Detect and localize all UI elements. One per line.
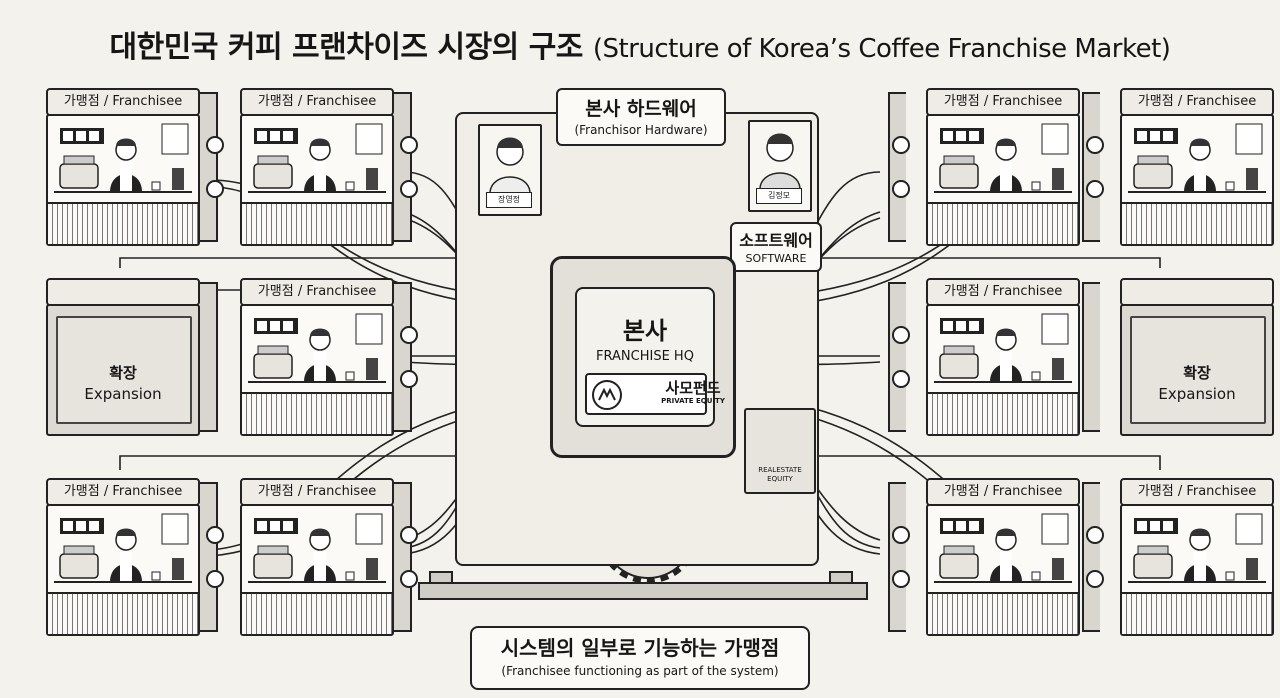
expansion-unit: 확장 Expansion <box>46 278 218 438</box>
barista-scene <box>248 123 386 193</box>
hq-en: FRANCHISE HQ <box>596 349 694 364</box>
hq-hardware-en: (Franchisor Hardware) <box>574 123 708 137</box>
real-estate-line1: REALESTATE <box>758 466 802 474</box>
grinder-icon <box>172 558 184 580</box>
franchisee-unit: 가맹점 / Franchisee <box>46 88 224 248</box>
expansion-top <box>1120 278 1274 306</box>
grinder-icon <box>1246 168 1258 190</box>
barista-scene <box>54 513 192 583</box>
page-title: 대한민국 커피 프랜차이즈 시장의 구조 (Structure of Korea… <box>0 22 1280 66</box>
hq-base <box>418 560 868 600</box>
barista-scene <box>1128 513 1266 583</box>
title-english: (Structure of Korea’s Coffee Franchise M… <box>592 34 1171 64</box>
franchisee-unit: 가맹점 / Franchisee <box>888 278 1080 438</box>
espresso-machine-icon <box>59 553 99 579</box>
espresso-machine-icon <box>1133 163 1173 189</box>
franchisee-unit: 가맹점 / Franchisee <box>240 478 418 638</box>
expansion-en: Expansion <box>1158 385 1236 403</box>
espresso-machine-icon <box>1133 553 1173 579</box>
franchisee-label: 가맹점 / Franchisee <box>46 88 200 116</box>
franchisee-label: 가맹점 / Franchisee <box>1120 88 1274 116</box>
barista-scene <box>934 513 1072 583</box>
franchisee-unit: 가맹점 / Franchisee <box>240 88 418 248</box>
portrait-right-name: 김정모 <box>756 188 802 204</box>
franchisee-label: 가맹점 / Franchisee <box>1120 478 1274 506</box>
franchisee-unit: 가맹점 / Franchisee <box>888 88 1080 248</box>
barista-scene <box>248 313 386 383</box>
private-equity-en: PRIVATE EQUITY <box>661 397 725 405</box>
espresso-machine-icon <box>59 163 99 189</box>
portrait-right: 김정모 <box>748 120 812 212</box>
franchisee-unit: 가맹점 / Franchisee <box>46 478 224 638</box>
hq-hardware-label: 본사 하드웨어 (Franchisor Hardware) <box>556 88 726 146</box>
pe-logo-icon <box>592 380 622 410</box>
expansion-en: Expansion <box>84 385 162 403</box>
private-equity-ko: 사모펀드 <box>665 379 721 397</box>
bottom-caption: 시스템의 일부로 기능하는 가맹점 (Franchisee functionin… <box>470 626 810 690</box>
person-portrait-icon <box>489 137 531 193</box>
bottom-caption-en: (Franchisee functioning as part of the s… <box>501 664 779 678</box>
franchisee-label: 가맹점 / Franchisee <box>926 478 1080 506</box>
portrait-left: 장영정 <box>478 124 542 216</box>
expansion-ko: 확장 <box>1183 364 1211 382</box>
espresso-machine-icon <box>939 353 979 379</box>
franchisee-label: 가맹점 / Franchisee <box>926 278 1080 306</box>
private-equity-badge: 사모펀드 PRIVATE EQUITY <box>585 373 725 415</box>
software-ko: 소프트웨어 <box>739 231 813 250</box>
franchisee-label: 가맹점 / Franchisee <box>240 478 394 506</box>
bottom-caption-ko: 시스템의 일부로 기능하는 가맹점 <box>500 636 780 660</box>
grinder-icon <box>1246 558 1258 580</box>
barista-scene <box>54 123 192 193</box>
franchise-hq-panel: 본사 FRANCHISE HQ 사모펀드 PRIVATE EQUITY <box>575 287 725 427</box>
expansion-top <box>46 278 200 306</box>
title-korean: 대한민국 커피 프랜차이즈 시장의 구조 <box>109 30 584 65</box>
franchisee-label: 가맹점 / Franchisee <box>46 478 200 506</box>
grinder-icon <box>366 558 378 580</box>
software-label: 소프트웨어 SOFTWARE <box>730 222 822 272</box>
barista-scene <box>934 123 1072 193</box>
barista-scene <box>1128 123 1266 193</box>
espresso-machine-icon <box>939 163 979 189</box>
real-estate-equity-plate: REALESTATE EQUITY <box>744 408 816 494</box>
espresso-machine-icon <box>253 163 293 189</box>
franchisee-unit: 가맹점 / Franchisee <box>240 278 418 438</box>
grinder-icon <box>366 358 378 380</box>
grinder-icon <box>1052 168 1064 190</box>
expansion-unit: 확장 Expansion <box>1082 278 1274 438</box>
portrait-left-name: 장영정 <box>486 192 532 208</box>
franchisee-unit: 가맹점 / Franchisee <box>1082 88 1274 248</box>
franchisee-unit: 가맹점 / Franchisee <box>888 478 1080 638</box>
espresso-machine-icon <box>253 553 293 579</box>
espresso-machine-icon <box>939 553 979 579</box>
person-portrait-icon <box>759 133 801 189</box>
espresso-machine-icon <box>253 353 293 379</box>
franchisee-label: 가맹점 / Franchisee <box>240 278 394 306</box>
hq-ko: 본사 <box>622 317 668 345</box>
franchise-hq-core: 본사 FRANCHISE HQ 사모펀드 PRIVATE EQUITY <box>550 256 736 458</box>
barista-scene <box>934 313 1072 383</box>
software-en: SOFTWARE <box>745 252 807 265</box>
grinder-icon <box>1052 358 1064 380</box>
real-estate-line2: EQUITY <box>767 475 793 483</box>
grinder-icon <box>366 168 378 190</box>
franchisee-unit: 가맹점 / Franchisee <box>1082 478 1274 638</box>
franchisee-label: 가맹점 / Franchisee <box>926 88 1080 116</box>
grinder-icon <box>1052 558 1064 580</box>
grinder-icon <box>172 168 184 190</box>
hq-hardware-ko: 본사 하드웨어 <box>585 98 697 120</box>
barista-scene <box>248 513 386 583</box>
franchisee-label: 가맹점 / Franchisee <box>240 88 394 116</box>
expansion-ko: 확장 <box>109 364 137 382</box>
